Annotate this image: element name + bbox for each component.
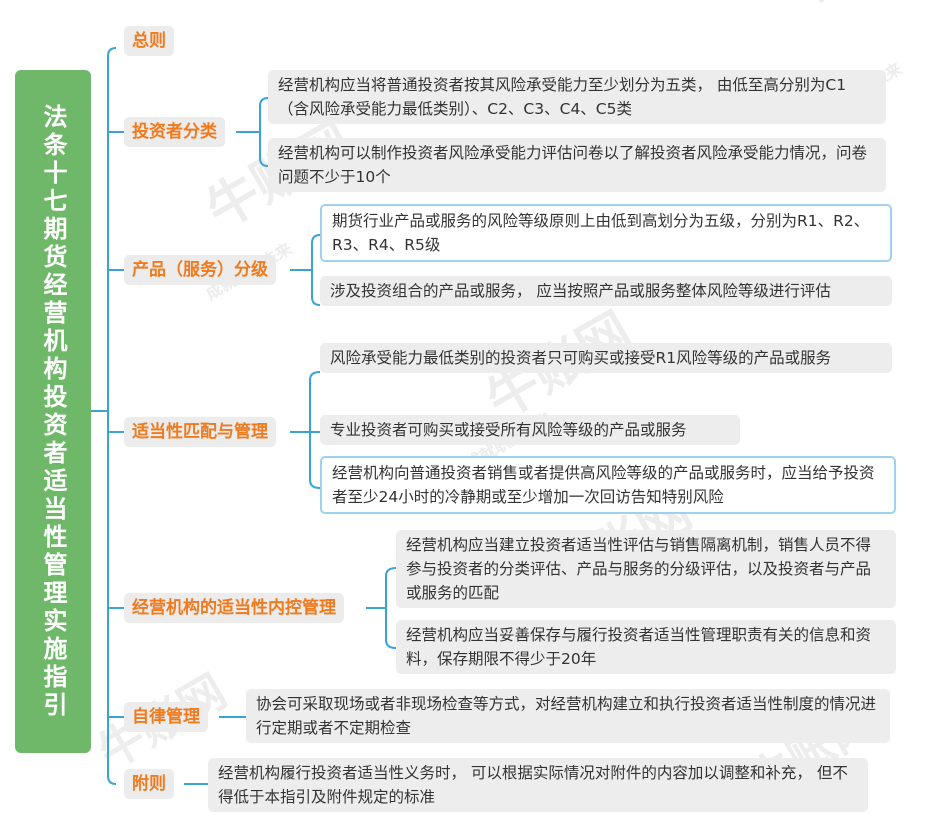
leaf-node[interactable]: 涉及投资组合的产品或服务， 应当按照产品或服务整体风险等级进行评估 bbox=[320, 276, 892, 306]
branch-product-grading[interactable]: 产品（服务）分级 bbox=[124, 255, 276, 285]
leaf-text: 涉及投资组合的产品或服务， 应当按照产品或服务整体风险等级进行评估 bbox=[330, 282, 831, 300]
trunk-line bbox=[107, 47, 117, 785]
sub-bracket bbox=[309, 371, 321, 489]
branch-general[interactable]: 总则 bbox=[124, 26, 174, 56]
leaf-text: 经营机构应当建立投资者适当性评估与销售隔离机制，销售人员不得参与投资者的分类评估… bbox=[406, 536, 872, 602]
branch-label: 产品（服务）分级 bbox=[132, 260, 268, 280]
leaf-text: 经营机构应当将普通投资者按其风险承受能力至少划分为五类， 由低至高分别为C1 （… bbox=[278, 76, 847, 118]
branch-self-regulation[interactable]: 自律管理 bbox=[124, 702, 208, 732]
root-title: 法条十七期货经营机构投资者适当性管理实施指引 bbox=[39, 103, 67, 720]
leaf-text: 经营机构可以制作投资者风险承受能力评估问卷以了解投资者风险承受能力情况，问卷问题… bbox=[278, 144, 868, 186]
leaf-node[interactable]: 专业投资者可购买或接受所有风险等级的产品或服务 bbox=[320, 415, 740, 445]
leaf-node[interactable]: 经营机构履行投资者适当性义务时， 可以根据实际情况对附件的内容加以调整和补充， … bbox=[208, 758, 868, 812]
leaf-node-selected[interactable]: 经营机构向普通投资者销售或者提供高风险等级的产品或服务时，应当给予投资者至少24… bbox=[320, 456, 896, 514]
leaf-text: 经营机构应当妥善保存与履行投资者适当性管理职责有关的信息和资料，保存期限不得少于… bbox=[406, 626, 872, 668]
branch-investor-classification[interactable]: 投资者分类 bbox=[124, 117, 225, 147]
branch-label: 适当性匹配与管理 bbox=[132, 422, 268, 442]
leaf-node[interactable]: 协会可采取现场或者非现场检查等方式，对经营机构建立和执行投资者适当性制度的情况进… bbox=[246, 689, 890, 743]
branch-supplementary[interactable]: 附则 bbox=[124, 769, 174, 799]
leaf-text: 经营机构向普通投资者销售或者提供高风险等级的产品或服务时，应当给予投资者至少24… bbox=[332, 464, 875, 506]
sub-bracket bbox=[259, 97, 269, 167]
leaf-text: 经营机构履行投资者适当性义务时， 可以根据实际情况对附件的内容加以调整和补充， … bbox=[218, 764, 848, 806]
leaf-text: 风险承受能力最低类别的投资者只可购买或接受R1风险等级的产品或服务 bbox=[330, 349, 832, 367]
leaf-node[interactable]: 经营机构应当将普通投资者按其风险承受能力至少划分为五类， 由低至高分别为C1 （… bbox=[268, 70, 886, 124]
leaf-text: 协会可采取现场或者非现场检查等方式，对经营机构建立和执行投资者适当性制度的情况进… bbox=[256, 695, 877, 737]
leaf-node[interactable]: 经营机构可以制作投资者风险承受能力评估问卷以了解投资者风险承受能力情况，问卷问题… bbox=[268, 138, 886, 192]
root-node[interactable]: 法条十七期货经营机构投资者适当性管理实施指引 bbox=[15, 70, 91, 753]
branch-matching-management[interactable]: 适当性匹配与管理 bbox=[124, 417, 276, 447]
branch-label: 自律管理 bbox=[132, 707, 200, 727]
leaf-text: 期货行业产品或服务的风险等级原则上由低到高划分为五级，分别为R1、R2、R3、R… bbox=[332, 212, 870, 254]
sub-bracket bbox=[311, 234, 321, 306]
leaf-node[interactable]: 风险承受能力最低类别的投资者只可购买或接受R1风险等级的产品或服务 bbox=[320, 343, 892, 373]
branch-label: 经营机构的适当性内控管理 bbox=[132, 598, 336, 618]
branch-internal-control[interactable]: 经营机构的适当性内控管理 bbox=[124, 593, 344, 623]
leaf-node[interactable]: 经营机构应当妥善保存与履行投资者适当性管理职责有关的信息和资料，保存期限不得少于… bbox=[396, 620, 896, 674]
sub-bracket bbox=[385, 567, 397, 649]
leaf-node[interactable]: 经营机构应当建立投资者适当性评估与销售隔离机制，销售人员不得参与投资者的分类评估… bbox=[396, 530, 896, 608]
branch-label: 附则 bbox=[132, 774, 166, 794]
leaf-node-selected[interactable]: 期货行业产品或服务的风险等级原则上由低到高划分为五级，分别为R1、R2、R3、R… bbox=[320, 204, 892, 262]
branch-label: 投资者分类 bbox=[132, 122, 217, 142]
leaf-text: 专业投资者可购买或接受所有风险等级的产品或服务 bbox=[330, 421, 687, 439]
branch-label: 总则 bbox=[132, 31, 166, 51]
